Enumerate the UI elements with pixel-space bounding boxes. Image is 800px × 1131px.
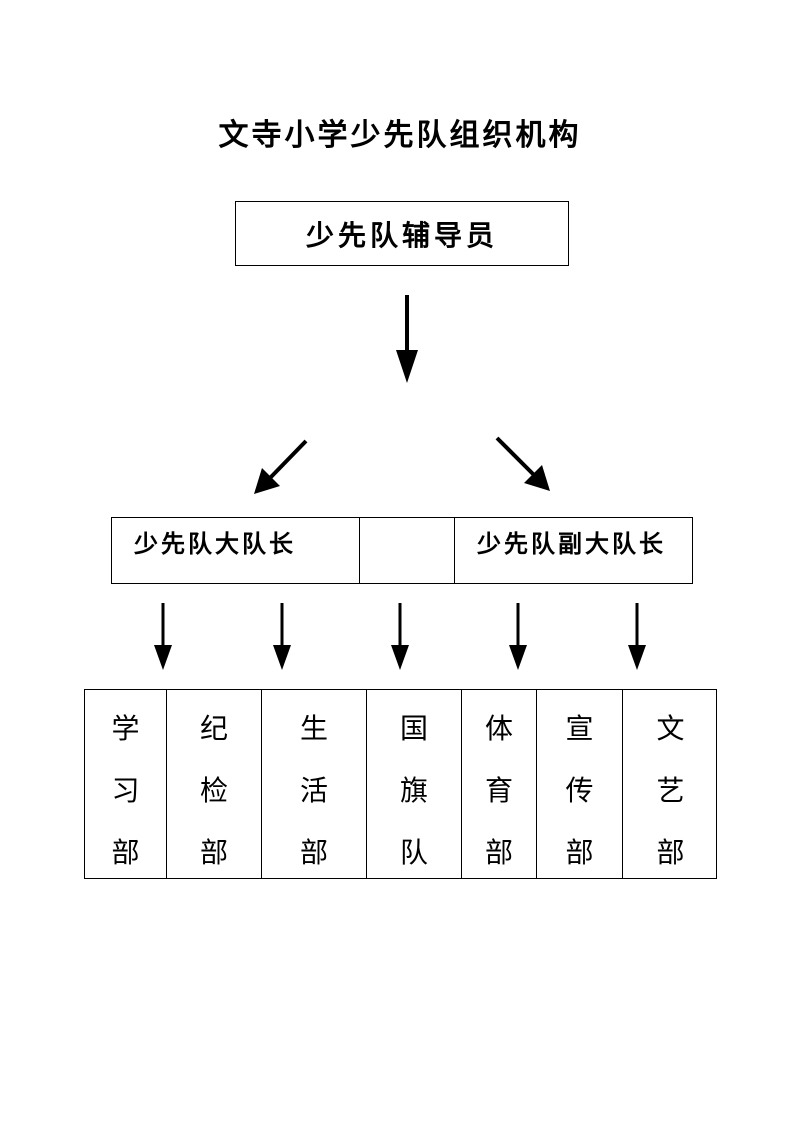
- dept-sports: 体 育 部: [462, 690, 537, 878]
- dept-arts: 文 艺 部: [623, 690, 718, 878]
- dept-discipline: 纪 检 部: [167, 690, 262, 878]
- dept-char: 检: [199, 774, 228, 807]
- chart-title: 文寺小学少先队组织机构: [218, 118, 582, 153]
- dept-char: 育: [484, 774, 513, 807]
- dept-char: 学: [111, 712, 140, 745]
- dept-char: 文: [656, 712, 685, 745]
- dept-char: 生: [299, 712, 328, 745]
- arrow-to-captain: [254, 439, 308, 494]
- dept-publicity: 宣 传 部: [537, 690, 623, 878]
- dept-char: 习: [111, 774, 140, 807]
- arrow-counselor-down: [396, 295, 418, 383]
- captain-cell: 少先队大队长: [112, 518, 360, 583]
- arrow-dept-1: [154, 603, 172, 670]
- dept-char: 宣: [565, 712, 594, 745]
- dept-char: 部: [656, 836, 685, 869]
- arrow-dept-4: [509, 603, 527, 670]
- dept-life: 生 活 部: [262, 690, 367, 878]
- arrow-dept-5: [628, 603, 646, 670]
- dept-char: 体: [484, 712, 513, 745]
- dept-char: 国: [399, 712, 428, 745]
- dept-char: 艺: [656, 774, 685, 807]
- leaders-row: 少先队大队长 少先队副大队长: [111, 517, 693, 584]
- middle-cell: [360, 518, 455, 583]
- dept-char: 部: [199, 836, 228, 869]
- dept-char: 旗: [399, 774, 428, 807]
- vice-captain-cell: 少先队副大队长: [455, 518, 692, 583]
- dept-char: 传: [565, 774, 594, 807]
- dept-flag-team: 国 旗 队: [367, 690, 462, 878]
- dept-char: 部: [299, 836, 328, 869]
- dept-char: 队: [399, 836, 428, 869]
- counselor-box: 少先队辅导员: [235, 201, 569, 266]
- dept-char: 部: [111, 836, 140, 869]
- dept-study: 学 习 部: [85, 690, 167, 878]
- departments-row: 学 习 部 纪 检 部 生 活 部 国 旗 队: [84, 689, 717, 879]
- dept-char: 纪: [199, 712, 228, 745]
- dept-char: 活: [299, 774, 328, 807]
- dept-char: 部: [484, 836, 513, 869]
- dept-char: 部: [565, 836, 594, 869]
- arrow-to-vice-captain: [495, 436, 550, 491]
- captain-label: 少先队大队长: [134, 529, 296, 558]
- arrow-dept-2: [273, 603, 291, 670]
- arrow-dept-3: [391, 603, 409, 670]
- vice-captain-label: 少先队副大队长: [477, 529, 666, 558]
